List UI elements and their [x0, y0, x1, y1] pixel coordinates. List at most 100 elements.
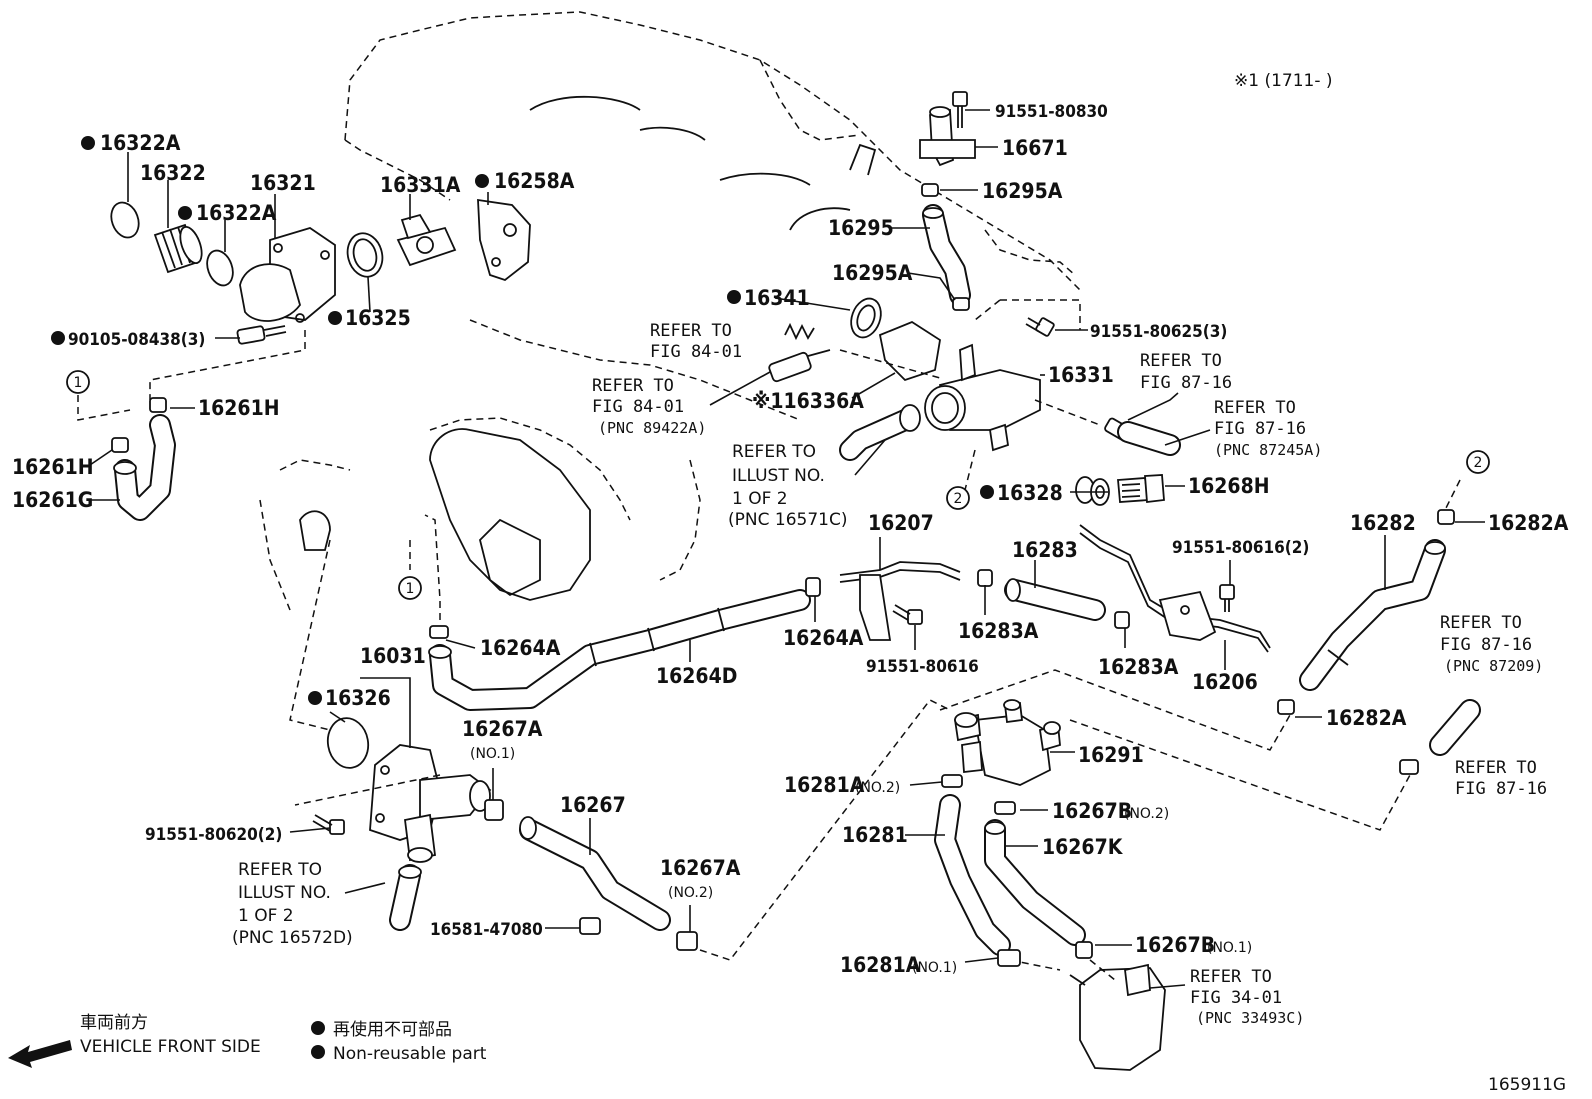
o-ring-16322A [110, 201, 140, 239]
hose-16295 [922, 204, 971, 306]
ref-fig-34-01-33493C: REFER TO FIG 34-01 (PNC 33493C) [1190, 967, 1304, 1027]
bullet-icon [311, 1021, 325, 1035]
link-dash-bolt2 [1000, 299, 1081, 330]
svg-text:FIG 34-01: FIG 34-01 [1190, 988, 1282, 1008]
bullet-icon-2 [311, 1045, 325, 1059]
label-91551-80830: 91551-80830 [995, 102, 1108, 122]
gasket-16328 [1075, 476, 1110, 506]
link-dash-1 [149, 330, 306, 400]
label-16264A: 16264A [480, 636, 561, 660]
label-16268H: 16268H [1188, 474, 1270, 498]
label-16671: 16671 [1002, 136, 1068, 160]
label-16267A-no2: (NO.2) [668, 885, 713, 901]
label-16282A: 16282A [1488, 511, 1569, 535]
label-16207: 16207 [868, 511, 934, 535]
label-16581-47080: 16581-47080 [430, 920, 543, 940]
link-dash-2b [1444, 479, 1461, 511]
svg-text:REFER TO: REFER TO [732, 442, 816, 462]
clamp-16264A-left [429, 625, 449, 639]
label-16264D: 16264D [656, 664, 737, 688]
svg-text:2: 2 [954, 491, 963, 507]
svg-text:REFER TO: REFER TO [1190, 967, 1272, 987]
svg-text:FIG 87-16: FIG 87-16 [1140, 373, 1232, 393]
svg-text:1: 1 [74, 375, 83, 391]
hose-16264D [428, 589, 811, 711]
svg-text:FIG 87-16: FIG 87-16 [1455, 779, 1547, 799]
label-16325: 16325 [345, 306, 411, 330]
clamp-16295A-2 [952, 297, 970, 311]
svg-text:REFER TO: REFER TO [650, 321, 732, 341]
hose-16261G [113, 414, 176, 521]
link-dash-lower-3 [1069, 719, 1411, 831]
svg-text:FIG 84-01: FIG 84-01 [592, 397, 684, 417]
clamp-16283A [977, 569, 993, 587]
clamp-16267A-no2 [676, 931, 698, 951]
hose-ref-16572D [389, 864, 422, 931]
link-dash-1b [77, 395, 131, 421]
hose-16283 [1004, 578, 1106, 621]
svg-text:1: 1 [406, 581, 415, 597]
oil-cooler-33493C [1069, 963, 1166, 1071]
svg-text:FIG 87-16: FIG 87-16 [1440, 635, 1532, 655]
callout-2a: 2 [946, 486, 970, 510]
hose-ref-87245A [1104, 417, 1181, 456]
label-16322: 16322 [140, 161, 206, 185]
link-dash-16264A [424, 514, 441, 620]
label-16341: 16341 [744, 286, 810, 310]
svg-text:(PNC 87209): (PNC 87209) [1444, 657, 1543, 675]
pipe-16207 [839, 561, 961, 641]
label-16267B-2: 16267B [1135, 933, 1215, 957]
leader-lines [86, 109, 1485, 989]
label-90105: 90105-08438(3) [68, 330, 205, 350]
label-16283A-2: 16283A [1098, 655, 1179, 679]
vehicle-front-indicator: 車両前方 VEHICLE FRONT SIDE [8, 1013, 261, 1068]
ref-illust-16572D: REFER TO ILLUST NO. 1 OF 2 (PNC 16572D) [232, 860, 353, 948]
svg-text:(PNC 33493C): (PNC 33493C) [1196, 1009, 1304, 1027]
label-16267A-no1: (NO.1) [470, 746, 515, 762]
label-16322A-2: 16322A [196, 201, 277, 225]
label-16322A: 16322A [100, 131, 181, 155]
svg-text:VEHICLE FRONT SIDE: VEHICLE FRONT SIDE [80, 1037, 261, 1057]
hose-16322 [153, 223, 203, 274]
bolt-91551-80830 [952, 91, 968, 128]
label-16267A: 16267A [462, 717, 543, 741]
clamp-16261H [149, 397, 167, 413]
label-91551-80620: 91551-80620(2) [145, 825, 282, 845]
link-dash-lower-1 [699, 699, 951, 961]
figure-code: 165911G [1488, 1075, 1566, 1095]
part-labels: 16322A 16322 16322A 16321 16331A 16258A … [12, 102, 1569, 977]
hose-16281 [934, 794, 1011, 956]
thermostat-inlet-group [110, 198, 531, 345]
label-16281A-2: 16281A [840, 953, 921, 977]
bracket-16336A [878, 320, 941, 382]
ref-fig-87-16-87245A: REFER TO FIG 87-16 (PNC 87245A) [1214, 398, 1322, 459]
applicability-note: ※1 (1711- ) [1234, 71, 1333, 91]
label-91551-80616: 91551-80616 [866, 657, 979, 677]
svg-text:REFER TO: REFER TO [592, 376, 674, 396]
ref-fig-87-16-b: REFER TO FIG 87-16 [1455, 758, 1547, 799]
label-16283: 16283 [1012, 538, 1078, 562]
label-16281A: 16281A [784, 773, 865, 797]
label-16331A: 16331A [380, 173, 461, 197]
label-91551-80616-2: 91551-80616(2) [1172, 538, 1309, 558]
svg-text:FIG 84-01: FIG 84-01 [650, 342, 742, 362]
label-16295A-2: 16295A [832, 261, 913, 285]
label-16281A-no1: (NO.1) [912, 960, 957, 976]
label-16267B-no1: (NO.1) [1207, 940, 1252, 956]
svg-text:(PNC 16572D): (PNC 16572D) [232, 928, 353, 948]
link-dash-16031 [294, 774, 441, 806]
clamp-16283A-2 [1114, 611, 1130, 629]
link-dash-lower-4 [1009, 959, 1061, 971]
svg-text:ILLUST NO.: ILLUST NO. [238, 883, 331, 903]
label-16282A-2: 16282A [1326, 706, 1407, 730]
ref-fig-84-01-89422A: REFER TO FIG 84-01 (PNC 89422A) [592, 376, 706, 437]
outlet-16331 [924, 343, 1041, 452]
gasket-16341 [850, 297, 882, 339]
plug-16268H [1117, 474, 1165, 504]
label-16261H-2: 16261H [12, 455, 94, 479]
callout-1b: 1 [398, 576, 422, 600]
svg-text:車両前方: 車両前方 [80, 1013, 148, 1033]
gasket-16258A [477, 198, 531, 282]
svg-text:(PNC 87245A): (PNC 87245A) [1214, 441, 1322, 459]
clamp-16295A [921, 183, 939, 197]
